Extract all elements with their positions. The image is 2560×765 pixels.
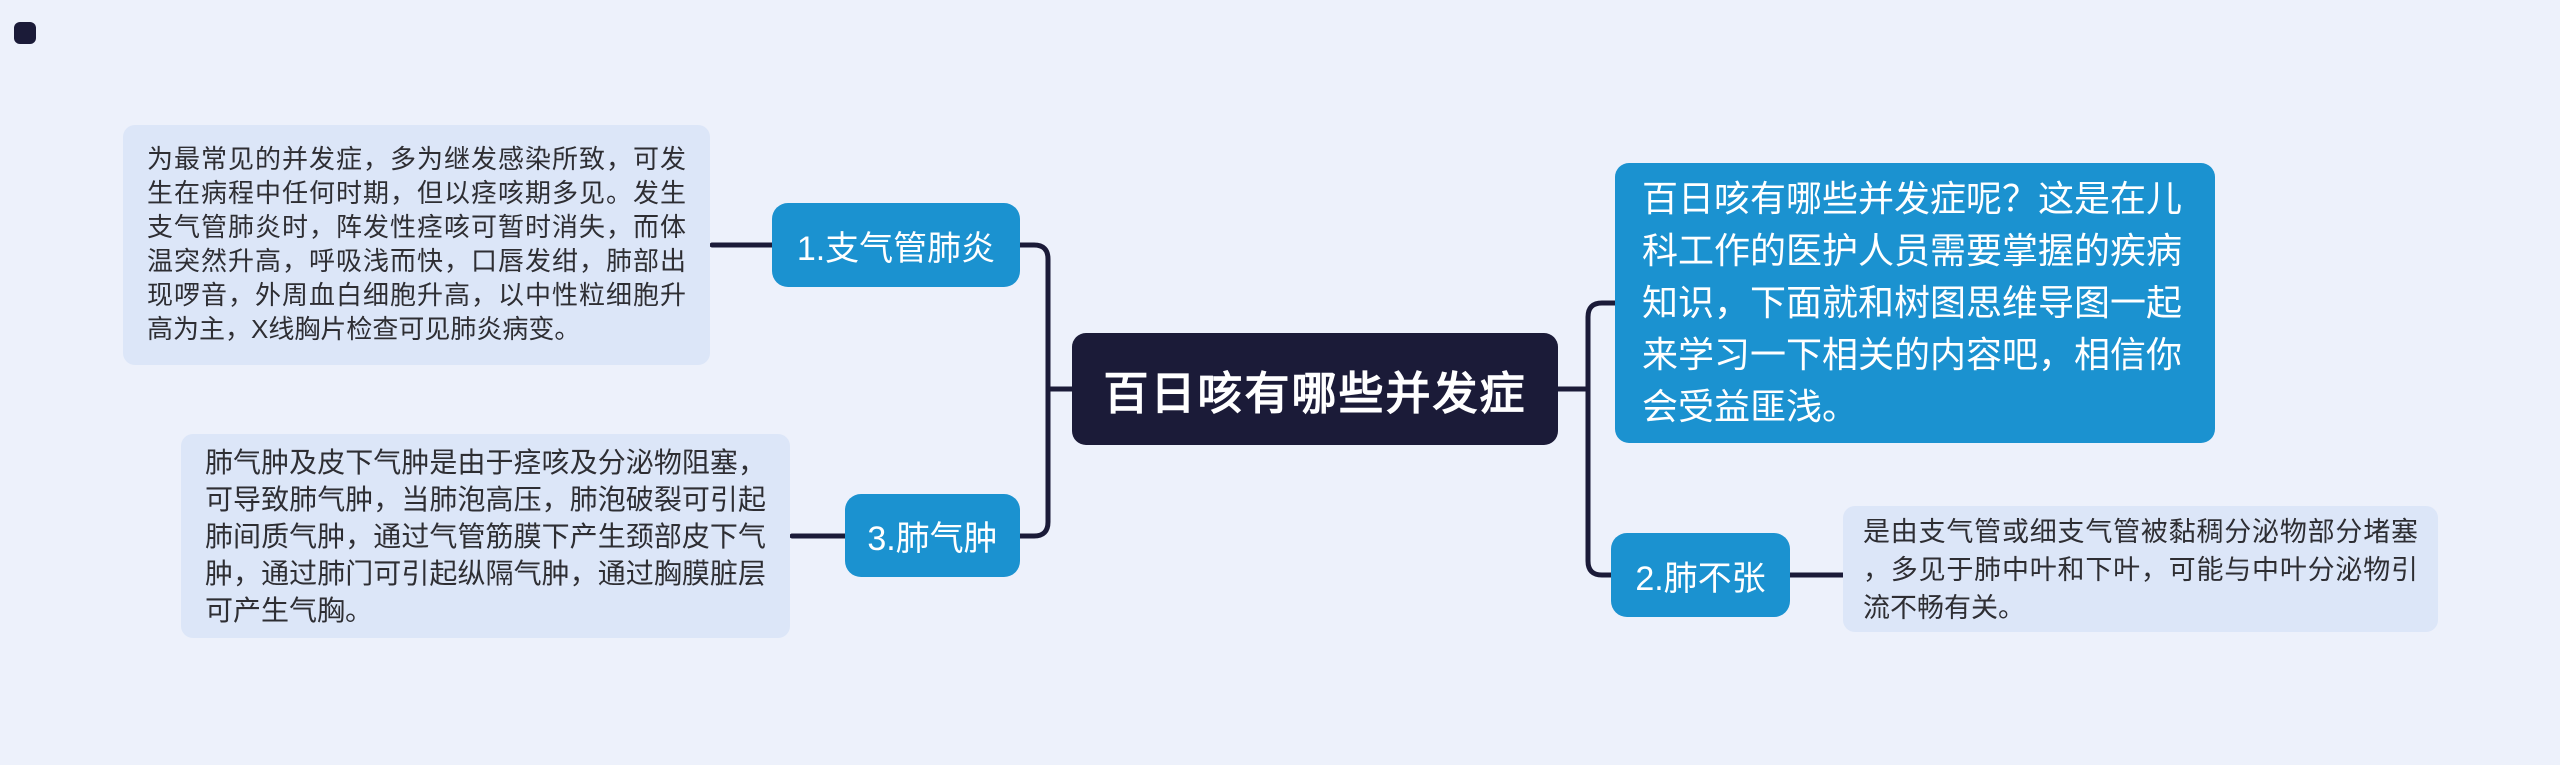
node-desc-bronchopneumonia[interactable]: 为最常见的并发症，多为继发感染所致，可发生在病程中任何时期，但以痉咳期多见。发生…	[123, 125, 710, 365]
node-desc-emphysema[interactable]: 肺气肿及皮下气肿是由于痉咳及分泌物阻塞，可导致肺气肿，当肺泡高压，肺泡破裂可引起…	[181, 434, 790, 638]
root-topic[interactable]: 百日咳有哪些并发症	[1072, 333, 1558, 445]
corner-artifact	[14, 22, 36, 44]
connector-node1-node3-trunk	[1017, 242, 1051, 539]
node-desc-atelectasis[interactable]: 是由支气管或细支气管被黏稠分泌物部分堵塞，多见于肺中叶和下叶，可能与中叶分泌物引…	[1843, 506, 2438, 632]
node-atelectasis[interactable]: 2.肺不张	[1611, 533, 1790, 617]
node-bronchopneumonia[interactable]: 1.支气管肺炎	[772, 203, 1020, 287]
node-emphysema[interactable]: 3.肺气肿	[845, 494, 1020, 577]
intro-note[interactable]: 百日咳有哪些并发症呢？这是在儿科工作的医护人员需要掌握的疾病知识，下面就和树图思…	[1615, 163, 2215, 443]
connector-intro-node2-trunk	[1585, 300, 1618, 578]
